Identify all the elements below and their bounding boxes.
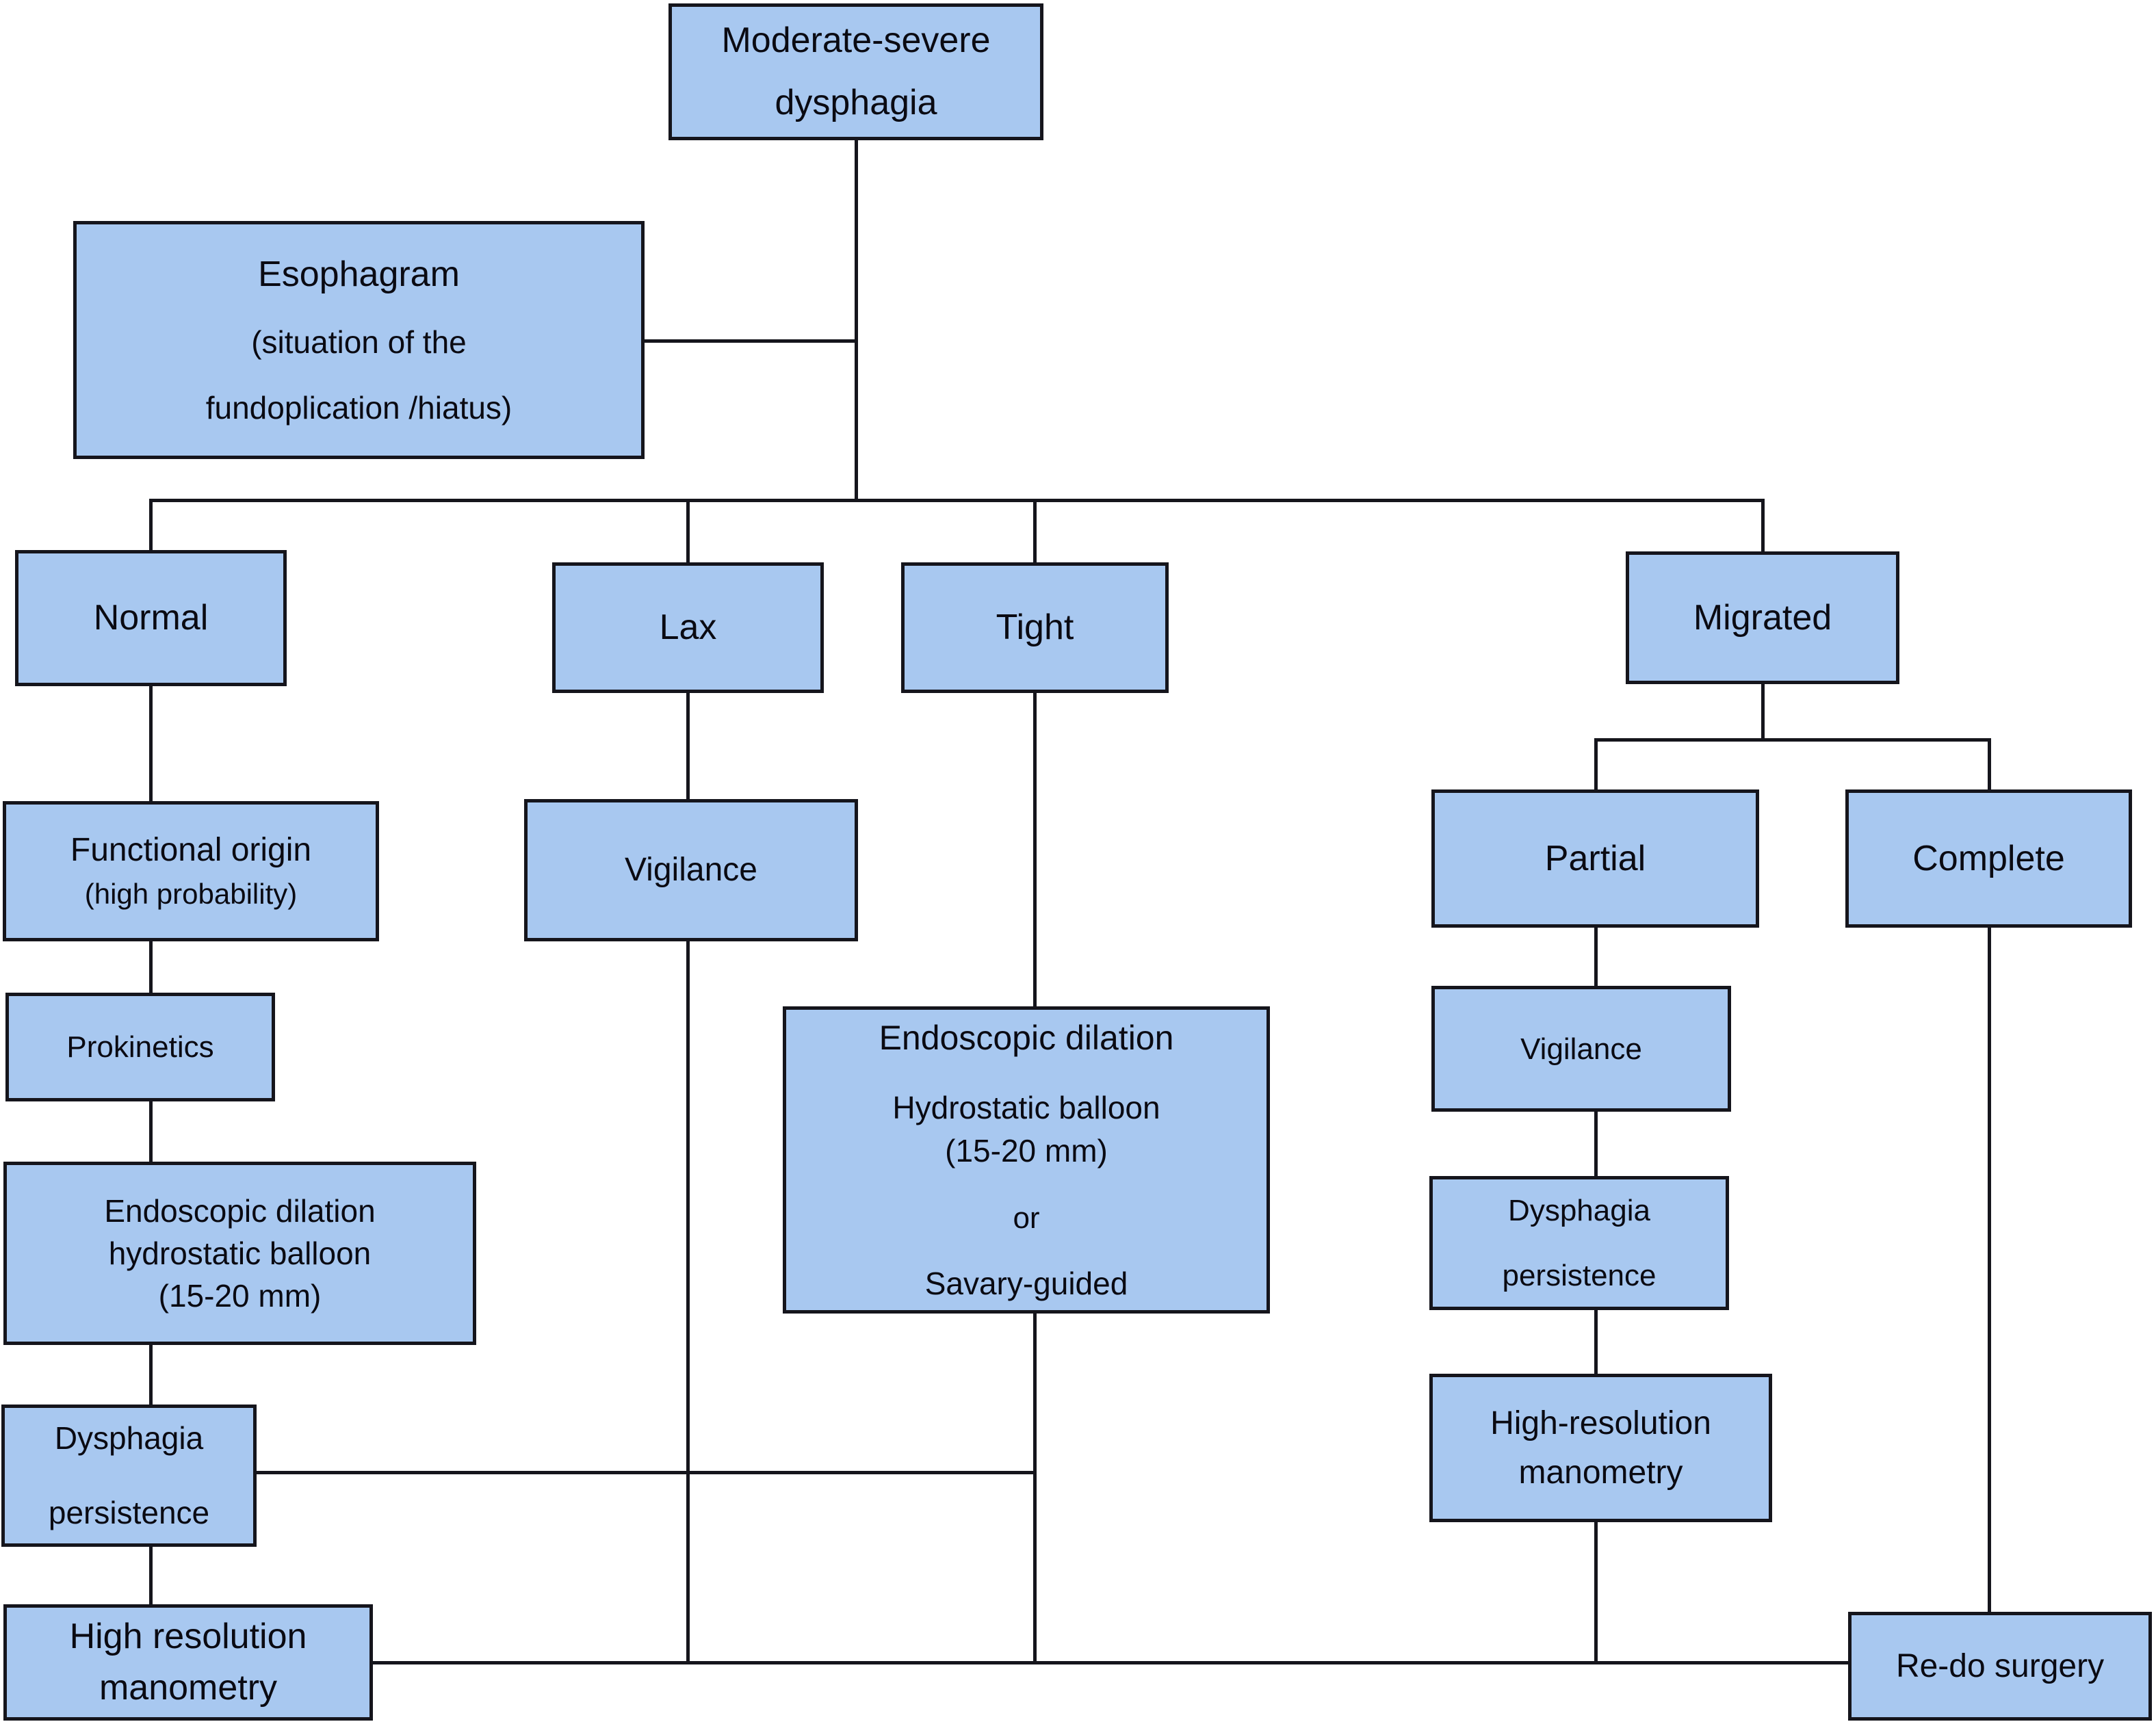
connector-dilation-down-to-bottom-bus: [1033, 1311, 1037, 1664]
connector-split-to-partial: [1594, 738, 1598, 793]
connector-dilation-to-dysphagia: [149, 1345, 153, 1405]
connector-bus-to-normal: [149, 499, 153, 553]
node-label: persistence: [48, 1495, 210, 1530]
node-complete: Complete: [1845, 789, 2132, 928]
node-label: Moderate-severe: [721, 21, 991, 60]
connector-prokinetics-to-dilation: [149, 1101, 153, 1162]
node-title: Esophagram: [258, 254, 460, 294]
node-partial: Partial: [1431, 789, 1759, 928]
connector-bus-to-lax: [686, 499, 690, 565]
node-label: Hydrostatic balloon: [892, 1090, 1160, 1126]
node-prokinetics: Prokinetics: [5, 993, 275, 1101]
connector-bus-to-migrated: [1761, 499, 1765, 554]
node-label: (high probability): [84, 878, 298, 911]
node-label: Prokinetics: [66, 1030, 214, 1064]
connector-vigilance-to-dysphagia-partial: [1594, 1112, 1598, 1176]
node-endoscopic-dilation-left: Endoscopic dilation hydrostatic balloon …: [3, 1162, 476, 1345]
connector-esophagram-to-main: [643, 339, 857, 343]
node-dysphagia-persistence-left: Dysphagia persistence: [1, 1405, 257, 1547]
node-label: Dysphagia: [1508, 1194, 1650, 1227]
node-label: Lax: [659, 608, 717, 647]
node-label: Migrated: [1693, 597, 1832, 638]
connector-lax-to-vigilance: [686, 693, 690, 799]
node-endoscopic-dilation-tight: Endoscopic dilation Hydrostatic balloon …: [783, 1006, 1270, 1314]
node-label: (situation of the: [251, 324, 467, 360]
node-label: or: [1013, 1201, 1040, 1235]
node-redo-surgery: Re-do surgery: [1848, 1612, 2152, 1721]
connector-bottom-bus: [372, 1661, 1849, 1664]
connector-dysphagia-to-manometry: [149, 1547, 153, 1604]
connector-normal-to-functional: [149, 686, 153, 801]
node-high-resolution-manometry-left: High resolution manometry: [3, 1604, 373, 1721]
connector-top-to-bus: [855, 140, 858, 502]
node-label: High resolution: [69, 1617, 307, 1656]
node-label: Tight: [996, 608, 1074, 647]
connector-bus-to-tight: [1033, 499, 1037, 565]
node-label: dysphagia: [775, 83, 937, 122]
connector-partial-to-vigilance: [1594, 928, 1598, 986]
node-label: Complete: [1912, 838, 2065, 878]
node-normal: Normal: [15, 550, 287, 686]
connector-manometry-partial-to-bottom-bus: [1594, 1522, 1598, 1664]
node-label: Vigilance: [625, 852, 757, 888]
node-title: Endoscopic dilation: [879, 1018, 1174, 1057]
node-label: manometry: [99, 1668, 278, 1708]
node-label: persistence: [1502, 1259, 1657, 1292]
node-label: Savary-guided: [924, 1265, 1128, 1301]
connector-migrated-to-split: [1761, 684, 1765, 741]
connector-functional-to-prokinetics: [149, 941, 153, 993]
node-vigilance-lax: Vigilance: [524, 799, 858, 941]
connector-dysphagia-mid-bus: [255, 1471, 1035, 1474]
node-vigilance-partial: Vigilance: [1431, 986, 1731, 1112]
node-label: Re-do surgery: [1895, 1647, 2105, 1684]
node-label: High-resolution: [1490, 1405, 1711, 1441]
node-moderate-severe-dysphagia: Moderate-severe dysphagia: [668, 3, 1043, 140]
node-label: Vigilance: [1520, 1032, 1642, 1066]
node-lax: Lax: [552, 562, 824, 693]
connector-complete-to-redo: [1988, 928, 1991, 1615]
node-tight: Tight: [901, 562, 1169, 693]
node-label: manometry: [1518, 1454, 1683, 1491]
node-migrated: Migrated: [1626, 551, 1899, 684]
connector-tight-to-dilation: [1033, 693, 1037, 1006]
node-label: (15-20 mm): [158, 1278, 322, 1314]
node-functional-origin: Functional origin (high probability): [3, 801, 379, 941]
node-label: hydrostatic balloon: [108, 1235, 372, 1271]
node-label: (15-20 mm): [945, 1132, 1108, 1168]
connector-vigilance-down-to-bottom-bus: [686, 941, 690, 1664]
connector-migrated-split-bus: [1594, 738, 1991, 742]
node-label: Normal: [93, 598, 209, 638]
node-label: Partial: [1544, 838, 1646, 878]
node-dysphagia-persistence-partial: Dysphagia persistence: [1429, 1176, 1729, 1310]
connector-dysphagia-to-manometry-partial: [1594, 1310, 1598, 1374]
node-esophagram: Esophagram (situation of the fundoplicat…: [73, 221, 645, 459]
node-high-resolution-manometry-partial: High-resolution manometry: [1429, 1374, 1772, 1522]
node-label: Functional origin: [70, 832, 312, 869]
connector-split-to-complete: [1988, 738, 1991, 793]
node-label: Dysphagia: [54, 1420, 204, 1456]
node-label: Endoscopic dilation: [104, 1192, 376, 1229]
connector-distribution-bus: [149, 499, 1765, 502]
node-label: fundoplication /hiatus): [205, 389, 512, 426]
